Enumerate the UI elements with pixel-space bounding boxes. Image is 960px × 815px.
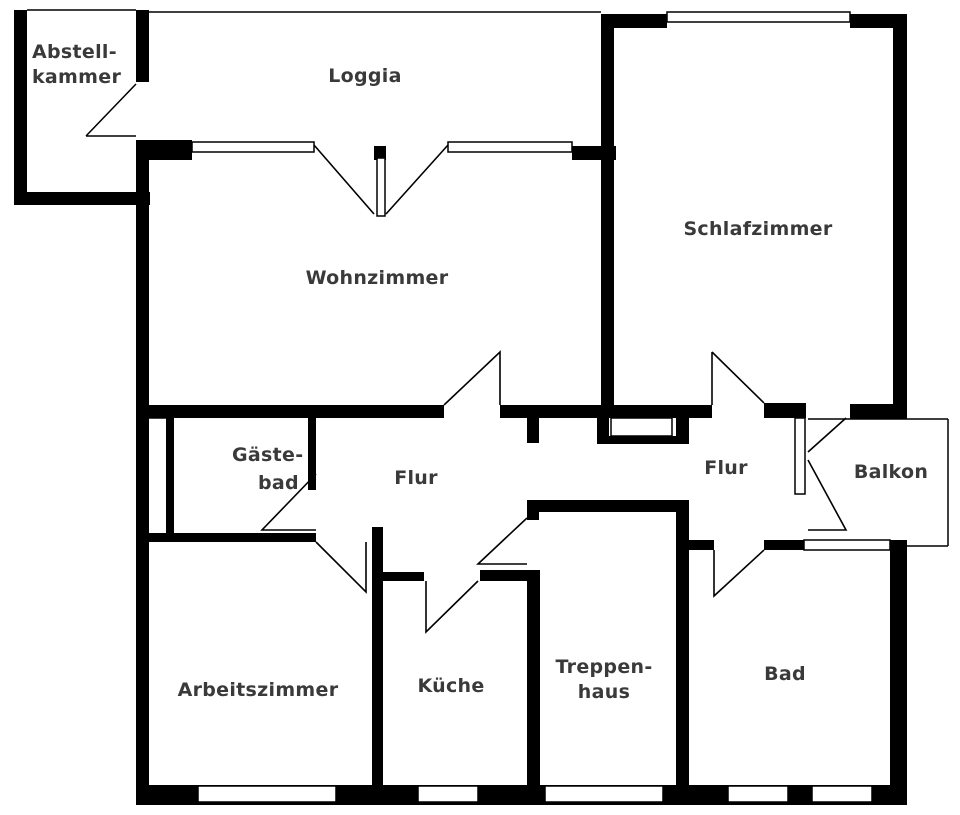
doors [260, 144, 848, 634]
window [447, 141, 573, 153]
window [803, 539, 891, 551]
window [666, 11, 851, 23]
window [376, 157, 386, 217]
room-label-loggia: Loggia [328, 65, 402, 87]
window [197, 785, 337, 803]
window [191, 141, 315, 153]
room-labels: Abstell- kammer Loggia Wohnzimmer Schlaf… [32, 41, 928, 703]
room-label-treppenhaus: Treppen- [555, 656, 652, 678]
window [727, 785, 789, 803]
room-label-bad: Bad [764, 663, 806, 685]
room-label-flur-right: Flur [704, 457, 748, 479]
window [610, 417, 673, 437]
room-label-schlafzimmer: Schlafzimmer [683, 218, 832, 240]
thin-lines [27, 9, 949, 547]
room-label-wohnzimmer: Wohnzimmer [306, 267, 449, 289]
room-label-arbeitszimmer: Arbeitszimmer [178, 679, 339, 701]
room-label-gaestebad: Gäste- [232, 444, 303, 466]
room-label-kueche: Küche [417, 675, 484, 697]
room-label-balkon: Balkon [854, 461, 928, 483]
room-label-treppenhaus: haus [578, 681, 630, 703]
room-label-flur-left: Flur [394, 467, 438, 489]
window [811, 785, 873, 803]
window [417, 785, 479, 803]
windows [191, 11, 891, 803]
window [794, 417, 806, 495]
window [544, 785, 664, 803]
room-label-abstellkammer: kammer [32, 66, 121, 88]
room-label-gaestebad: bad [258, 472, 299, 494]
room-label-abstellkammer: Abstell- [32, 41, 117, 63]
